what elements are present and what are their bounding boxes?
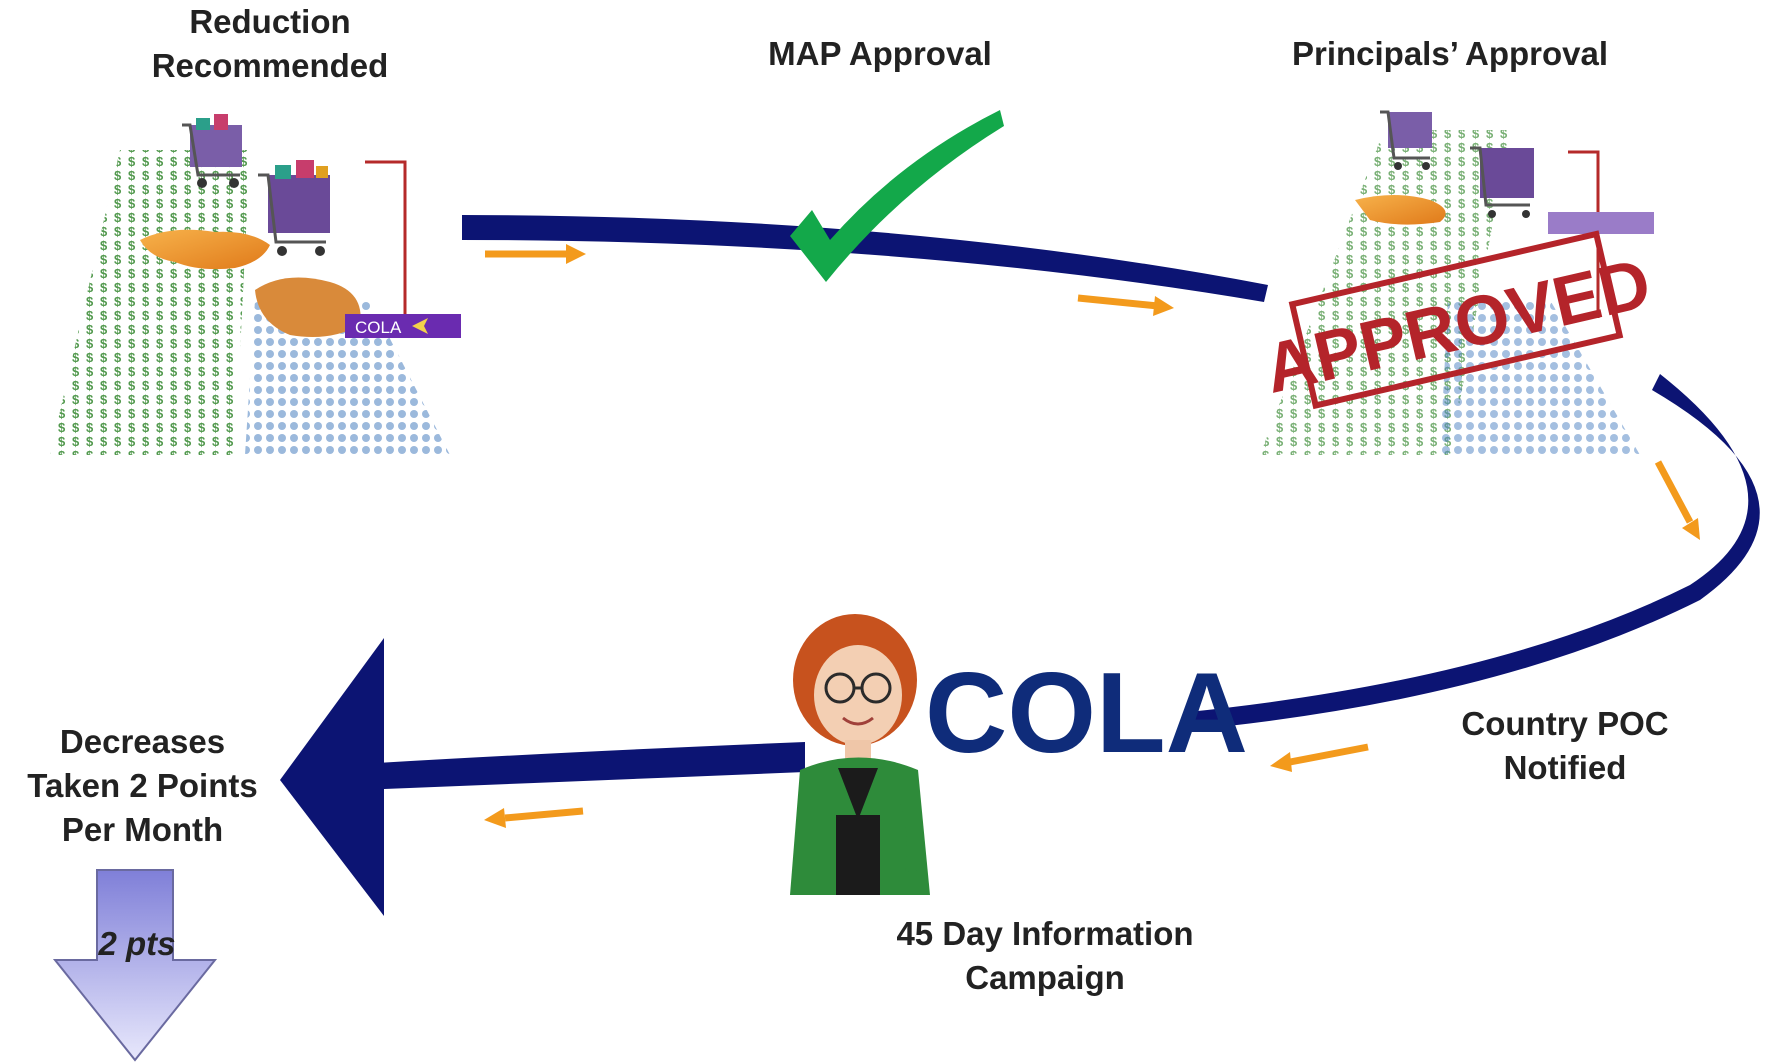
cola-mascot — [790, 614, 930, 895]
flow-arrow-2 — [1077, 294, 1174, 316]
step-principals-approval: Principals’ Approval — [1240, 32, 1660, 76]
flow-arrow-4 — [1270, 743, 1369, 772]
cola-tag: COLA — [345, 314, 461, 338]
shopping-cart-icon — [182, 114, 242, 188]
step-reduction-recommended: Reduction Recommended — [110, 0, 430, 88]
decrease-down-arrow — [52, 869, 218, 1062]
big-left-arrowhead — [280, 638, 384, 916]
cola-logo: COLA — [925, 650, 1248, 777]
approved-illustration: APPROVED — [1257, 110, 1658, 455]
step-label-line: Reduction — [189, 3, 351, 40]
step-label-line: Principals’ Approval — [1291, 35, 1609, 72]
step-label-line: Decreases — [59, 723, 226, 760]
step-label-line: Country POC — [1461, 705, 1669, 742]
step-country-poc-notified: Country POC Notified — [1400, 702, 1730, 790]
cost-comparison-illustration: COLA — [50, 114, 461, 455]
flow-arrow-5 — [484, 807, 584, 828]
process-arc-top — [462, 215, 1268, 302]
step-label-line: Per Month — [61, 811, 224, 848]
flow-arrow-3 — [1654, 460, 1700, 540]
step-map-approval: MAP Approval — [700, 32, 1060, 76]
step-decreases-taken: Decreases Taken 2 Points Per Month — [0, 720, 285, 852]
step-label-line: Notified — [1503, 749, 1627, 786]
us-map-icon — [140, 229, 270, 270]
process-arc-bottom — [280, 638, 805, 916]
step-information-campaign: 45 Day Information Campaign — [840, 912, 1250, 1000]
europe-map-icon — [255, 277, 361, 338]
cola-tag-text: COLA — [355, 318, 402, 337]
shopping-cart-icon — [1380, 110, 1432, 170]
shopping-cart-icon — [1470, 146, 1534, 218]
flow-arrow-1 — [485, 244, 586, 264]
check-mark-icon — [790, 110, 1004, 282]
step-label-line: Taken 2 Points — [27, 767, 258, 804]
step-label-line: Recommended — [151, 47, 389, 84]
step-label-line: Campaign — [965, 959, 1125, 996]
step-label-line: 45 Day Information — [896, 915, 1194, 952]
decrease-amount-label: 2 pts — [98, 925, 176, 962]
shopping-cart-icon — [258, 160, 330, 256]
step-label-line: MAP Approval — [768, 35, 992, 72]
